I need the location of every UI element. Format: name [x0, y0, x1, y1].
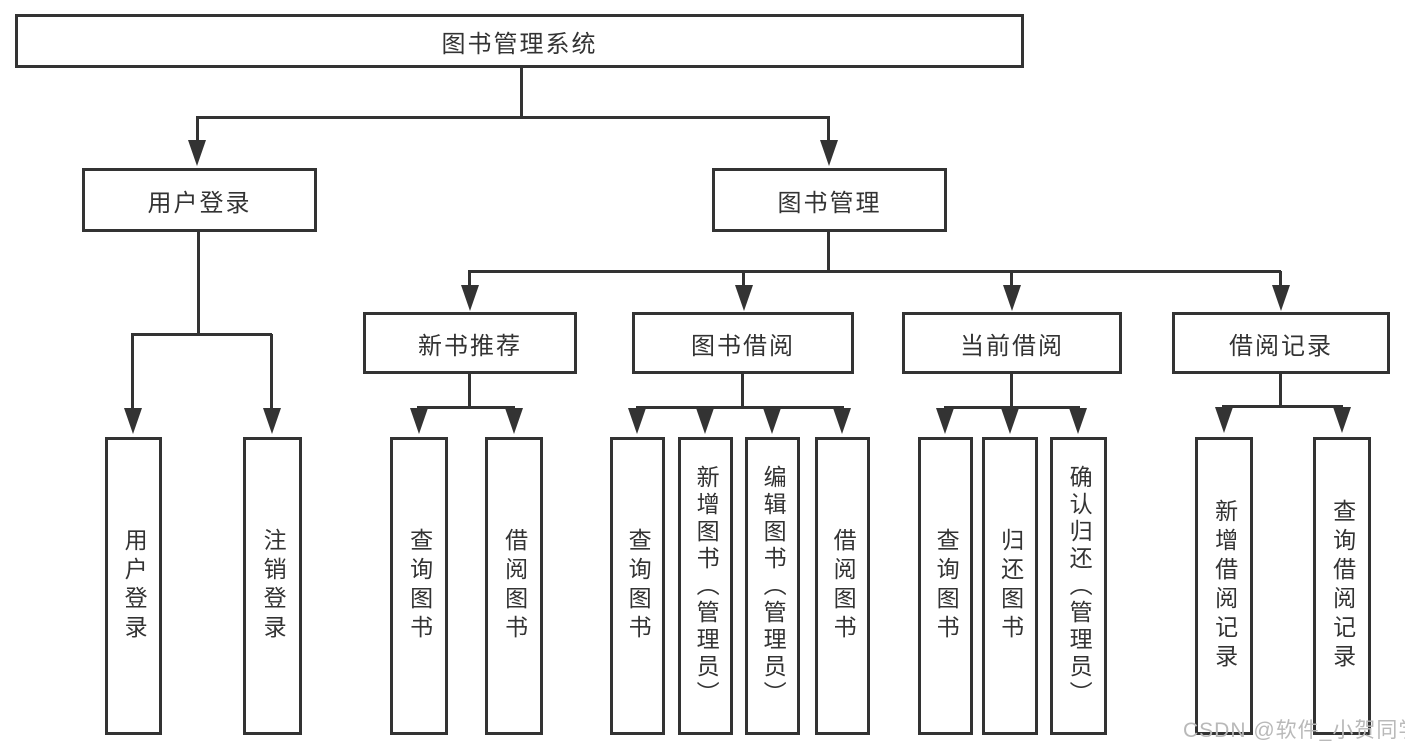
- leaf-query-borrow-record: 查询借阅记录: [1313, 437, 1371, 735]
- arrow-down-icon: [1001, 408, 1019, 434]
- leaf-confirm-return-admin: 确认归还（管理员）: [1050, 437, 1107, 735]
- connector-borrow-stem: [741, 373, 744, 408]
- connector-mgmt-stem: [827, 232, 830, 273]
- leaf-add-book-admin: 新增图书（管理员）: [678, 437, 733, 735]
- node-book-borrowing: 图书借阅: [632, 312, 854, 374]
- node-user-login-label: 用户登录: [147, 189, 252, 217]
- node-book-management-label: 图书管理: [777, 189, 882, 217]
- leaf-logout-label: 注销登录: [260, 528, 287, 644]
- leaf-edit-book-admin-label: 编辑图书（管理员）: [760, 464, 787, 708]
- leaf-return-book-label: 归还图书: [997, 528, 1024, 644]
- arrow-down-icon: [1215, 407, 1233, 433]
- connector-login-drop-left: [131, 334, 134, 408]
- arrow-down-icon: [410, 408, 428, 434]
- arrow-down-icon: [820, 140, 838, 166]
- node-new-book-recommend-label: 新书推荐: [418, 332, 522, 360]
- arrow-down-icon: [188, 140, 206, 166]
- leaf-user-login-label: 用户登录: [121, 528, 148, 644]
- connector-l3-branch: [468, 270, 1281, 273]
- connector-l1-branch: [196, 116, 830, 119]
- leaf-add-book-admin-label: 新增图书（管理员）: [693, 464, 720, 708]
- arrow-down-icon: [763, 408, 781, 434]
- node-borrowing-records: 借阅记录: [1172, 312, 1390, 374]
- connector-l1-drop-left: [196, 117, 199, 141]
- arrow-down-icon: [936, 408, 954, 434]
- connector-login-stem: [197, 232, 200, 336]
- arrow-down-icon: [1069, 408, 1087, 434]
- leaf-user-login: 用户登录: [105, 437, 162, 735]
- leaf-query-book-3-label: 查询图书: [933, 528, 960, 644]
- arrow-down-icon: [263, 408, 281, 434]
- leaf-logout: 注销登录: [243, 437, 302, 735]
- connector-l3-drop-4: [1279, 271, 1282, 286]
- connector-current-stem: [1010, 373, 1013, 408]
- connector-record-stem: [1279, 374, 1282, 407]
- connector-l1-drop-right: [827, 117, 830, 141]
- arrow-down-icon: [1003, 285, 1021, 311]
- connector-current-branch: [944, 406, 1080, 409]
- node-book-borrowing-label: 图书借阅: [691, 332, 795, 360]
- leaf-query-book-1-label: 查询图书: [406, 528, 433, 644]
- connector-borrow-branch: [636, 406, 844, 409]
- leaf-borrow-book-2: 借阅图书: [815, 437, 870, 735]
- arrow-down-icon: [1333, 407, 1351, 433]
- connector-root-stem: [520, 68, 523, 118]
- node-user-login: 用户登录: [82, 168, 317, 232]
- arrow-down-icon: [124, 408, 142, 434]
- node-root: 图书管理系统: [15, 14, 1024, 68]
- connector-record-branch: [1222, 405, 1343, 408]
- arrow-down-icon: [505, 408, 523, 434]
- leaf-query-book-2: 查询图书: [610, 437, 665, 735]
- arrow-down-icon: [735, 285, 753, 311]
- connector-l3-drop-3: [1010, 271, 1013, 286]
- leaf-query-book-2-label: 查询图书: [625, 528, 652, 644]
- node-new-book-recommend: 新书推荐: [363, 312, 577, 374]
- connector-login-branch: [131, 333, 272, 336]
- leaf-add-borrow-record: 新增借阅记录: [1195, 437, 1253, 735]
- node-book-management: 图书管理: [712, 168, 947, 232]
- arrow-down-icon: [628, 408, 646, 434]
- connector-l3-drop-2: [742, 271, 745, 286]
- leaf-borrow-book-1: 借阅图书: [485, 437, 543, 735]
- leaf-borrow-book-2-label: 借阅图书: [830, 528, 857, 644]
- connector-login-drop-right: [270, 334, 273, 408]
- leaf-edit-book-admin: 编辑图书（管理员）: [745, 437, 800, 735]
- arrow-down-icon: [1272, 285, 1290, 311]
- arrow-down-icon: [696, 408, 714, 434]
- leaf-return-book: 归还图书: [982, 437, 1038, 735]
- node-current-borrowing-label: 当前借阅: [960, 332, 1064, 360]
- connector-rec-stem: [468, 374, 471, 408]
- leaf-add-borrow-record-label: 新增借阅记录: [1211, 499, 1238, 673]
- leaf-confirm-return-admin-label: 确认归还（管理员）: [1066, 464, 1093, 708]
- arrow-down-icon: [461, 285, 479, 311]
- node-current-borrowing: 当前借阅: [902, 312, 1122, 374]
- leaf-query-book-1: 查询图书: [390, 437, 448, 735]
- node-borrowing-records-label: 借阅记录: [1229, 332, 1333, 360]
- leaf-borrow-book-1-label: 借阅图书: [501, 528, 528, 644]
- leaf-query-book-3: 查询图书: [918, 437, 973, 735]
- arrow-down-icon: [833, 408, 851, 434]
- connector-rec-branch: [417, 406, 515, 409]
- leaf-query-borrow-record-label: 查询借阅记录: [1329, 499, 1356, 673]
- node-root-label: 图书管理系统: [441, 30, 598, 58]
- connector-l3-drop-1: [468, 271, 471, 286]
- csdn-watermark: CSDN @软件_小贺同学: [1183, 719, 1405, 742]
